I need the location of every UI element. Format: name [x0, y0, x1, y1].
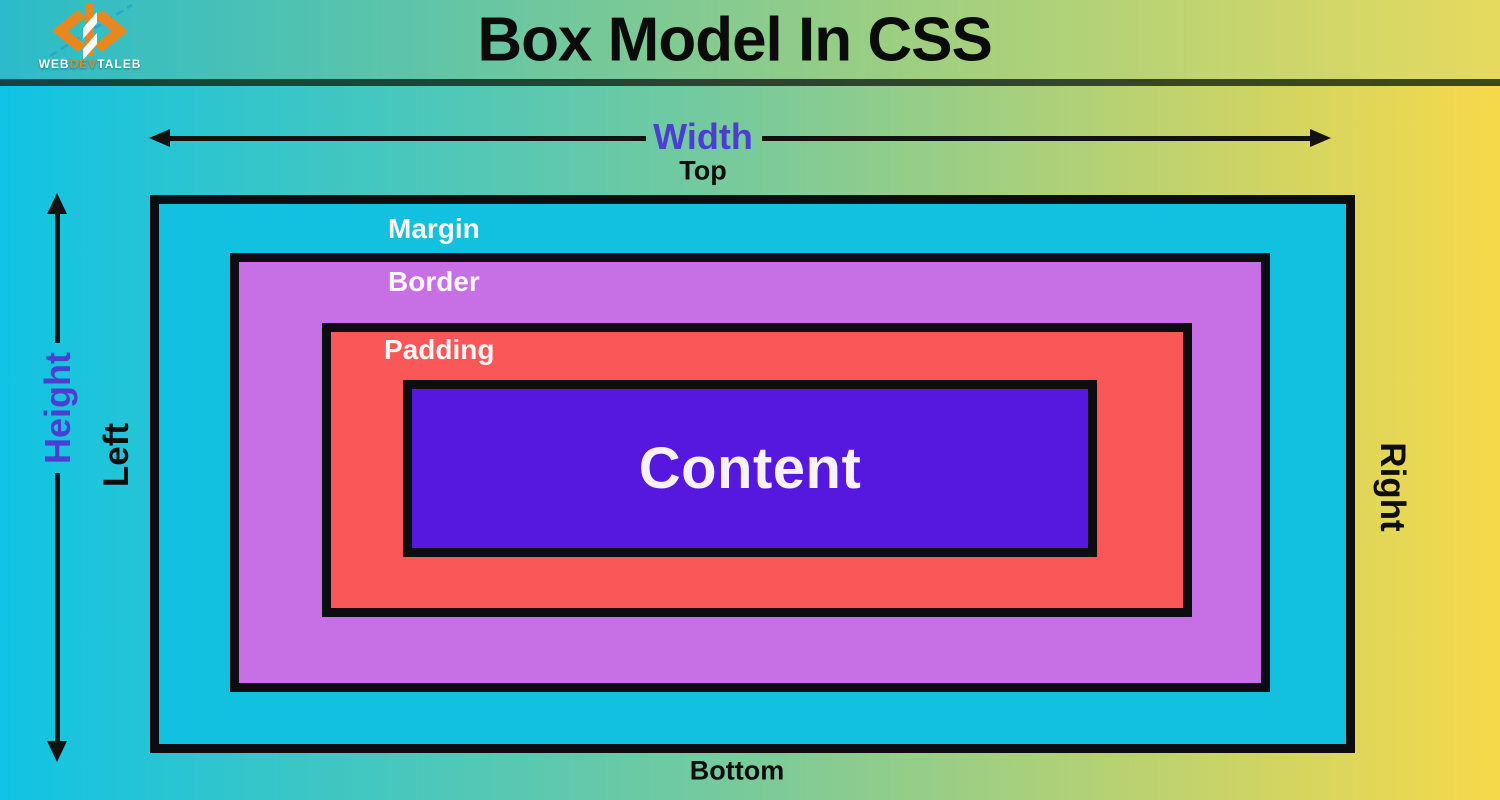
width-label: Width	[653, 116, 753, 157]
bottom-label: Bottom	[689, 755, 785, 786]
height-arrow-line-bottom	[55, 473, 60, 741]
width-arrowhead-right	[1310, 129, 1331, 147]
content-box: Content	[403, 380, 1097, 557]
width-arrow-line-right	[762, 136, 1315, 141]
height-arrow-line-top	[55, 211, 60, 343]
width-arrowhead-left	[149, 129, 170, 147]
height-arrowhead-up	[47, 193, 67, 214]
page-title: Box Model In CSS	[477, 5, 992, 74]
left-label: Left	[97, 422, 136, 488]
logo: WEBDEVTALEB	[28, 2, 152, 76]
top-label: Top	[679, 155, 727, 186]
width-arrow-line-left	[168, 136, 646, 141]
header: WEBDEVTALEB Box Model In CSS	[0, 0, 1500, 79]
content-label: Content	[638, 436, 862, 501]
height-arrowhead-down	[47, 741, 67, 762]
border-label: Border	[388, 266, 480, 297]
padding-label: Padding	[384, 334, 495, 365]
header-divider	[0, 79, 1500, 86]
height-label: Height	[37, 352, 78, 464]
code-brackets-icon	[49, 3, 133, 59]
logo-word-taleb: TALEB	[97, 57, 142, 71]
logo-text: WEBDEVTALEB	[28, 57, 152, 71]
right-label: Right	[1373, 442, 1412, 532]
margin-label: Margin	[388, 213, 480, 244]
logo-word-web: WEB	[38, 57, 70, 71]
logo-word-dev: DEV	[69, 57, 98, 71]
